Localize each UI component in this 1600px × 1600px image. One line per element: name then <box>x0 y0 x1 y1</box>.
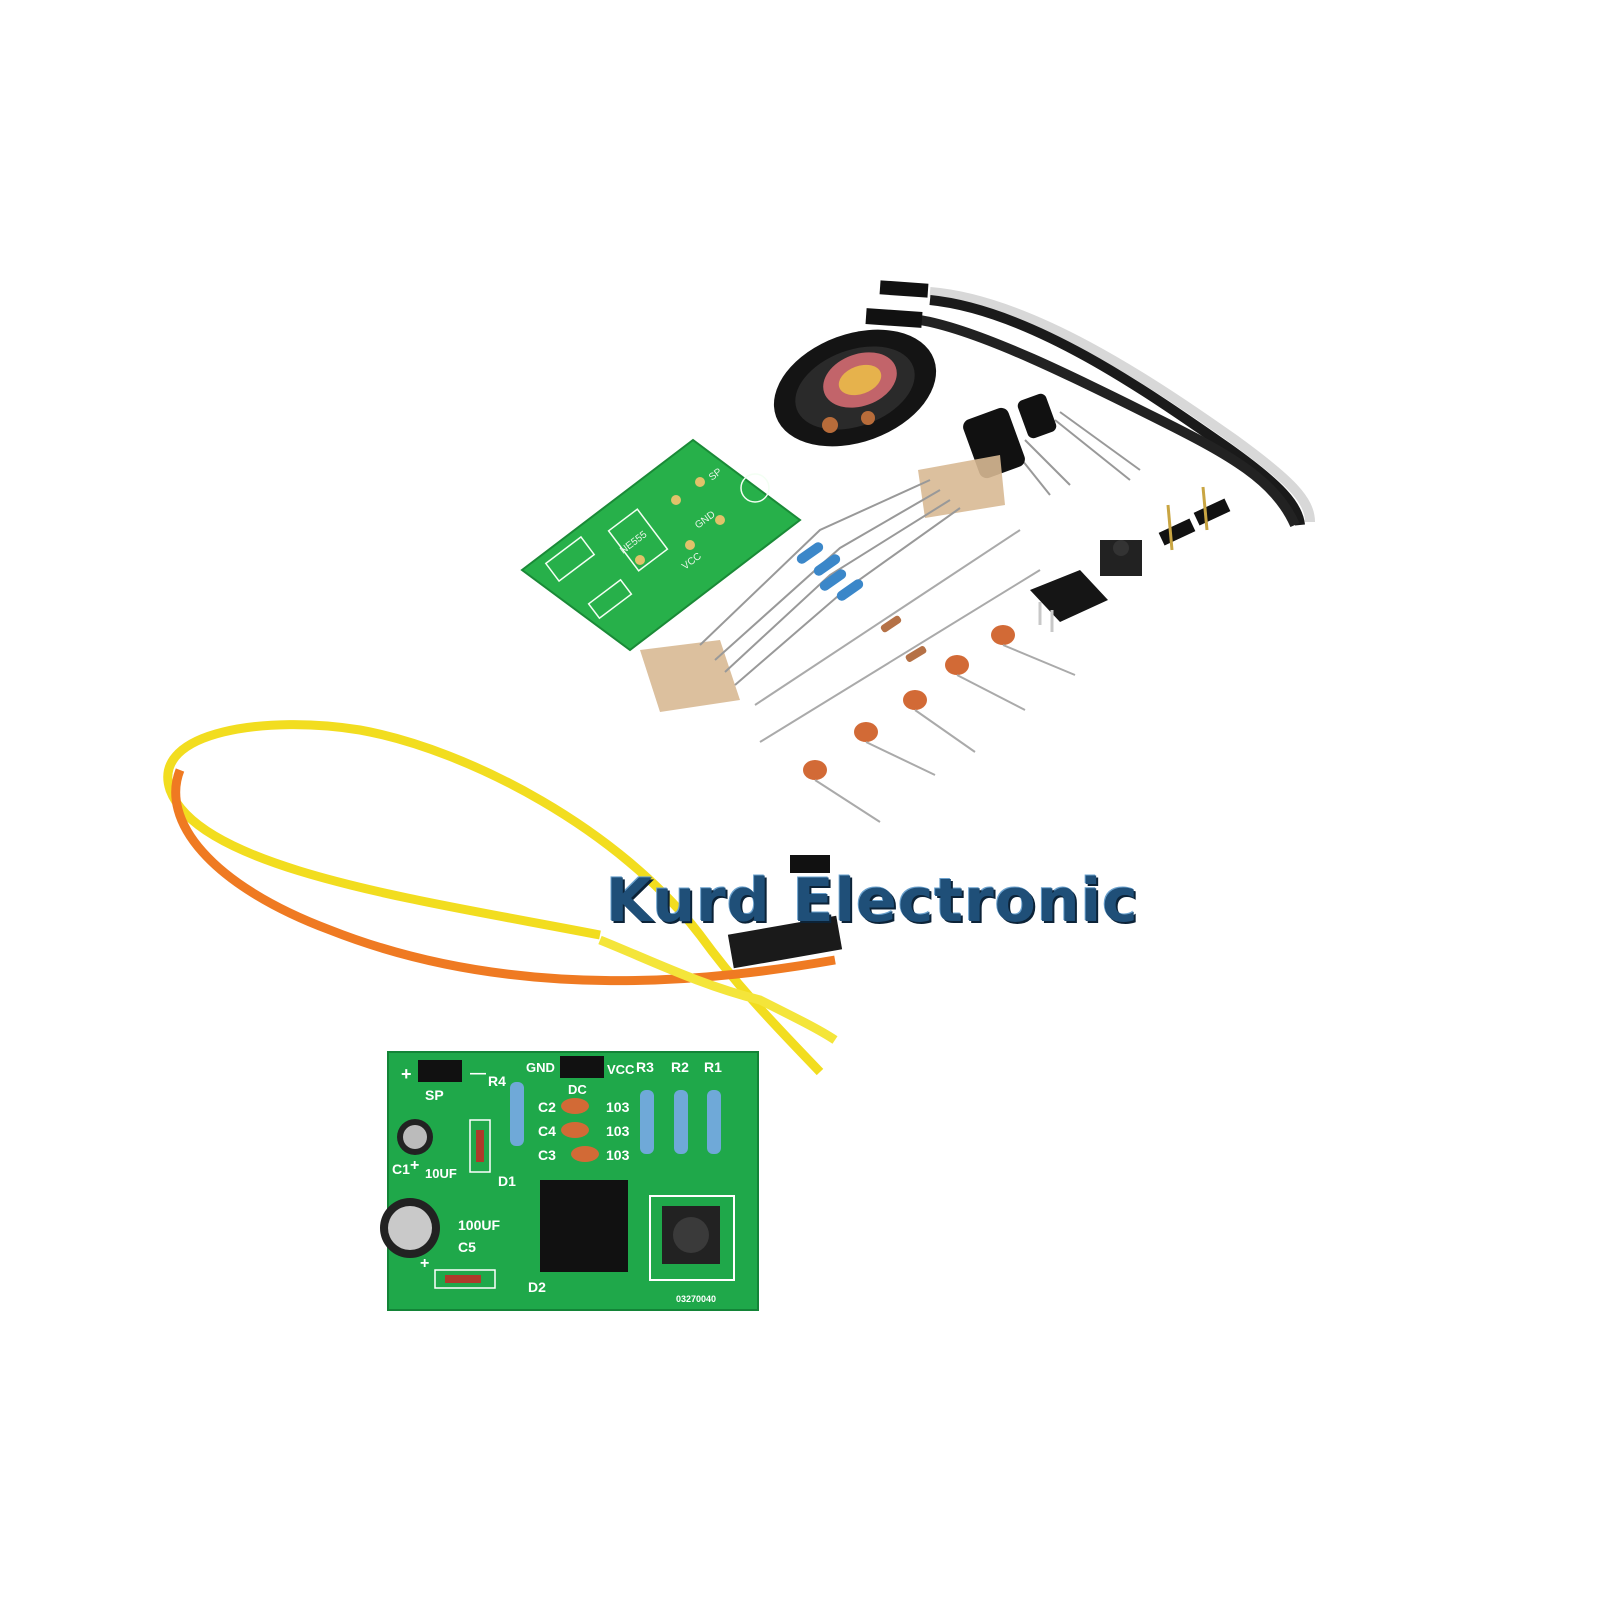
c5-label: C5 <box>458 1239 476 1255</box>
sp-label: SP <box>425 1087 444 1103</box>
serial-label: 03270040 <box>676 1294 716 1304</box>
r4-label: R4 <box>488 1073 506 1089</box>
c1-label: C1 <box>392 1161 410 1177</box>
sp-minus-label: — <box>470 1065 486 1082</box>
cap-value-label: 103 <box>606 1147 630 1163</box>
resistor-strip <box>640 455 1005 712</box>
c2-label: C2 <box>538 1099 556 1115</box>
d1-label: D1 <box>498 1173 516 1189</box>
watermark-logo: Kurd Electronic <box>606 866 1139 936</box>
c1-value-label: 10UF <box>425 1166 457 1181</box>
ceramic-capacitors <box>803 625 1076 823</box>
c4-label: C4 <box>538 1123 556 1139</box>
assembled-pcb: + — SP GND DC VCC R4 R3 R2 R1 C2 C4 C3 1… <box>380 1051 759 1311</box>
yellow-orange-wires <box>163 720 843 1076</box>
cap-value-label: 103 <box>606 1123 630 1139</box>
vcc-label: VCC <box>607 1062 635 1077</box>
c3-label: C3 <box>538 1147 556 1163</box>
speaker <box>773 329 937 447</box>
r3-label: R3 <box>636 1059 654 1075</box>
sp-plus-label: + <box>401 1064 412 1084</box>
dc-label: DC <box>568 1082 587 1097</box>
bare-pcb: NE555 VCC GND SP <box>520 438 802 652</box>
diodes <box>754 529 1041 743</box>
cap-value-label: 103 <box>606 1099 630 1115</box>
r1-label: R1 <box>704 1059 722 1075</box>
c5-value-label: 100UF <box>458 1217 500 1233</box>
r2-label: R2 <box>671 1059 689 1075</box>
pin-headers <box>1158 486 1231 551</box>
c1-plus-label: + <box>410 1157 419 1174</box>
ic-chip <box>1030 570 1108 632</box>
d2-label: D2 <box>528 1279 546 1295</box>
black-white-jumper-wire <box>865 280 1315 528</box>
gnd-label: GND <box>526 1060 555 1075</box>
c5-plus-label: + <box>420 1255 429 1272</box>
push-button <box>1100 540 1142 576</box>
